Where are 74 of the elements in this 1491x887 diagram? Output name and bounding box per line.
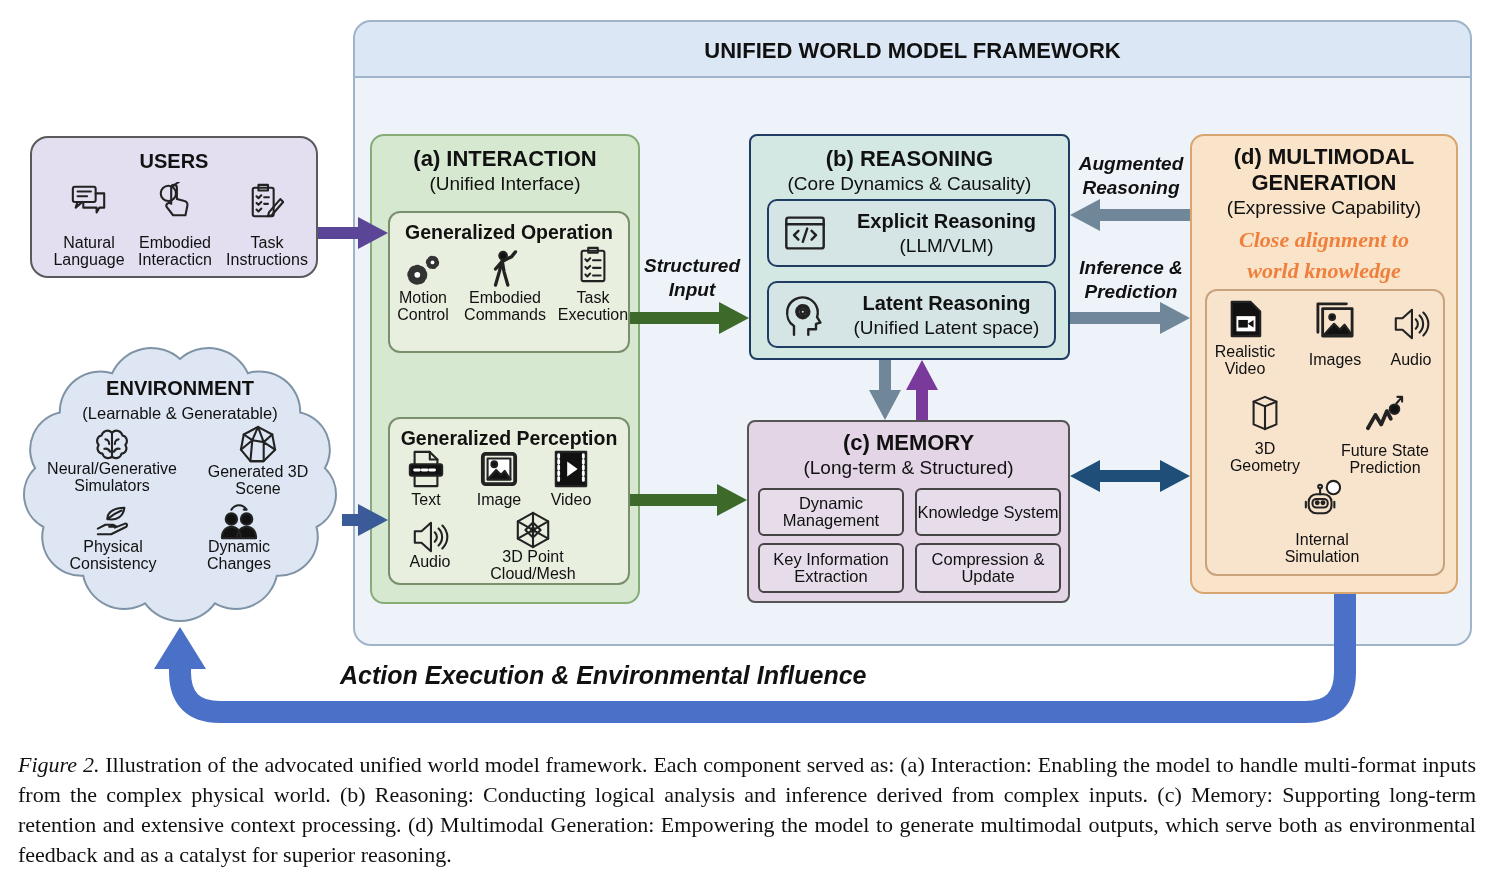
box-label: Dynamic Management [781,495,881,529]
memory-box [758,543,904,593]
output-group-box [1205,289,1445,576]
item-label: Embodied Interacticn [137,234,213,268]
group-box [388,211,630,353]
item-label: 3D Point Cloud/Mesh [489,548,577,582]
box-subtitle: (Unified Interface) [428,172,582,196]
arrow [1070,460,1190,492]
module-panel [747,420,1070,603]
item-label: Neural/Generative Simulators [46,460,178,494]
box-subtitle: (LLM/VLM) [898,234,995,258]
item-label: Audio [1389,351,1433,368]
box-title: Latent Reasoning [861,290,1032,316]
arrow [1070,302,1190,334]
box-title: Generalized Operation [403,220,615,245]
arrow [342,504,388,536]
item-label: Image [475,491,523,508]
item-label: 3D Geometry [1228,440,1302,474]
box-title: (a) INTERACTION [412,146,598,172]
box-subtitle: (Expressive Capability) [1225,196,1423,220]
box-title: (b) REASONING [824,146,995,172]
item-label: Task Instructions [225,234,309,268]
item-label: Embodied Commands [463,289,547,323]
item-label: Future State Prediction [1339,442,1430,476]
item-label: Generated 3D Scene [206,463,310,497]
item-label: Motion Control [396,289,450,323]
item-label: Text [410,491,442,508]
box-label: Knowledge System [917,503,1059,521]
item-label: Task Execution [556,289,630,323]
arrow [630,484,747,516]
memory-box [915,488,1061,536]
edge-label: Inference & Prediction [1078,256,1184,304]
arrow [318,217,388,249]
item-label: Dynamic Changes [205,538,272,572]
box-label: Compression & Update [930,551,1046,585]
box-subtitle: (Long-term & Structured) [802,456,1015,480]
module-panel [749,134,1070,360]
item-label: Video [549,491,593,508]
memory-box [915,543,1061,593]
box-title: Explicit Reasoning [856,209,1037,234]
box-title: USERS [138,149,210,174]
arrow [906,360,938,420]
arrow [630,302,749,334]
edge-label: Augmented Reasoning [1077,152,1185,200]
edge-label: Structured Input [642,254,742,302]
reasoning-box [767,199,1056,267]
item-label: Internal Simulation [1283,531,1361,565]
frame-title: UNIFIED WORLD MODEL FRAMEWORK [703,38,1122,64]
arrow [154,594,1356,723]
box-label: Key Information Extraction [772,551,890,585]
module-panel [1190,134,1458,594]
figure-caption: Figure 2. Illustration of the advocated unified world model framework. Each component served as: (a) Interaction: Enabling the model to handle multi-format inputs from the complex physical world. (b) Reasoning: Conducting logical analysis and inference derived from complex inputs. (c) Memory: Supporting long-term retention and extensive context processing. (d) Multimodal Generation: Empowering the model to generate multimodal outputs, which serve both as environmental feedback and as a catalyst for superior reasoning. [18,751,1476,869]
users-box [30,136,318,278]
box-subtitle: (Unified Latent space) [852,315,1041,340]
edge-label: Action Execution & Environmental Influence [340,660,868,690]
box-subtitle: (Core Dynamics & Causality) [786,172,1033,196]
item-label: Audio [408,553,452,570]
item-label: Realistic Video [1213,343,1277,377]
box-title: (d) MULTIMODAL GENERATION [1232,144,1416,196]
item-label: Natural Language [52,234,126,268]
highlight-text: Close alignment to world knowledge [1238,226,1410,285]
module-panel [370,134,640,604]
box-title: Generalized Perception [399,426,619,451]
box-title: (c) MEMORY [841,430,976,456]
item-label: Physical Consistency [68,538,158,572]
box-subtitle: (Learnable & Generatable) [81,403,279,424]
arrow [1070,199,1190,231]
group-box [388,417,630,585]
memory-box [758,488,904,536]
item-label: Images [1307,351,1363,368]
box-title: ENVIRONMENT [105,376,255,401]
arrow [869,360,901,420]
framework-panel [353,20,1472,646]
reasoning-box [767,281,1056,348]
